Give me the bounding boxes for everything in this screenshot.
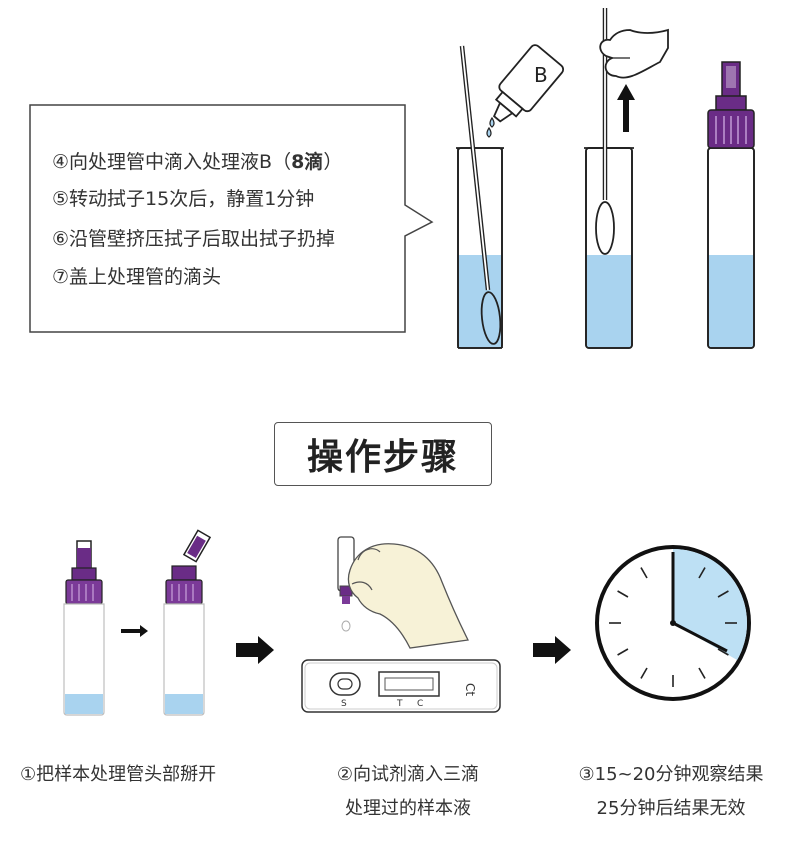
tube-with-swab <box>456 45 504 349</box>
instruction-step-5: ⑤转动拭子15次后，静置1分钟 <box>52 188 315 210</box>
section-title-box: 操作步骤 <box>274 422 492 486</box>
small-arrow-right <box>121 625 148 637</box>
bottle-label: B <box>534 63 548 87</box>
clock-tick <box>717 590 729 598</box>
big-arrow-2 <box>533 636 571 664</box>
test-cassette: S T C Ct <box>301 659 501 713</box>
caption-step-2-line-1: ②向试剂滴入三滴 <box>336 764 480 785</box>
timer-clock <box>595 545 751 701</box>
clock-tick <box>717 648 729 656</box>
sample-tube-capped <box>63 540 105 716</box>
caption-step-3-line-1: ③15~20分钟观察结果 <box>578 764 764 785</box>
clock-tick <box>640 667 648 679</box>
section-title: 操作步骤 <box>306 437 459 478</box>
caption-step-1: ①把样本处理管头部掰开 <box>20 764 217 785</box>
clock-tick <box>698 567 706 579</box>
tube-swab-removal <box>584 8 669 349</box>
instruction-callout-box <box>29 104 434 333</box>
clock-tick <box>698 667 706 679</box>
clock-tick <box>640 567 648 579</box>
c-line-mark: C <box>417 699 423 709</box>
dropper-bottle-b: B <box>486 44 565 138</box>
clock-tick <box>617 648 629 656</box>
instruction-step-4: ④向处理管中滴入处理液B（8滴） <box>52 151 343 173</box>
capped-tube <box>707 61 755 349</box>
caption-step-3-line-2: 25分钟后结果无效 <box>596 798 746 819</box>
sample-well-mark: S <box>341 699 347 709</box>
ct-mark: Ct <box>463 683 477 696</box>
hand-with-dropper <box>337 536 469 649</box>
clock-tick <box>617 590 629 598</box>
big-arrow-1 <box>236 636 274 664</box>
sample-tube-opened <box>163 529 212 716</box>
drop-count: 8滴 <box>291 151 324 173</box>
instruction-step-6: ⑥沿管壁挤压拭子后取出拭子扔掉 <box>52 228 336 250</box>
t-line-mark: T <box>396 699 403 709</box>
instruction-step-7: ⑦盖上处理管的滴头 <box>52 266 222 288</box>
caption-step-2-line-2: 处理过的样本液 <box>345 798 471 819</box>
